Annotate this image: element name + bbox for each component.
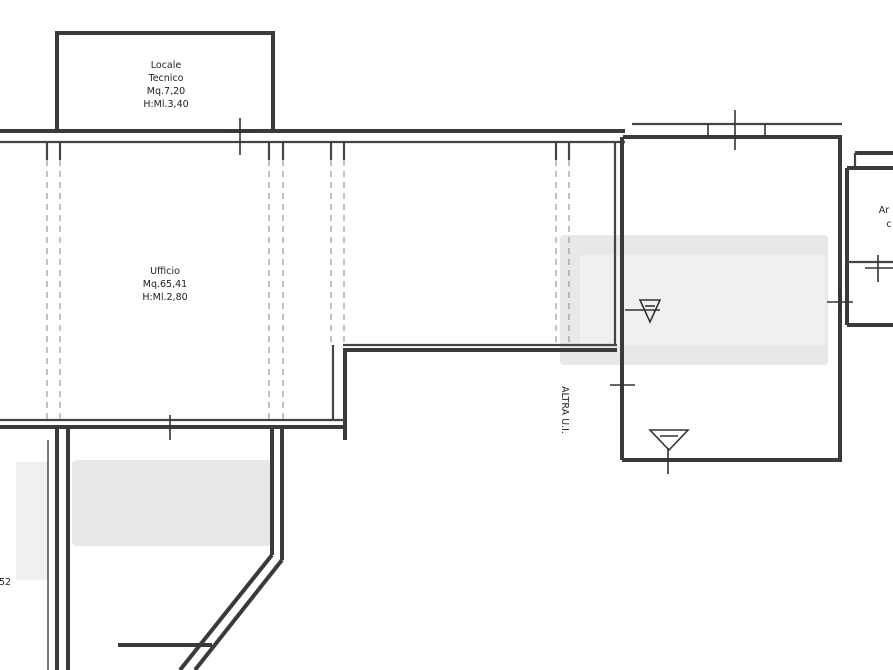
- utility-triangle-icon: [625, 299, 690, 452]
- lower-left-fragment: 52: [0, 577, 11, 588]
- locale-tecnico-height: H:Ml.3,40: [143, 99, 188, 110]
- locale-tecnico-area: Mq.7,20: [147, 86, 185, 97]
- room-right-edge: [845, 151, 893, 327]
- room-labels: Locale Tecnico Mq.7,20 H:Ml.3,40 Ufficio…: [0, 60, 892, 588]
- redaction-block-lower-left: [16, 462, 48, 580]
- redaction-block-lower: [72, 460, 272, 546]
- outer-walls: [0, 122, 842, 462]
- redaction-blocks: [16, 235, 828, 580]
- right-room-fragment-1: Ar: [879, 205, 889, 216]
- dashed-beams: [46, 160, 570, 420]
- ufficio-area: Mq.65,41: [143, 279, 187, 290]
- right-room-fragment-2: c: [886, 219, 891, 230]
- inner-walls: [0, 142, 617, 670]
- opening-ticks: [169, 110, 893, 474]
- altra-ui-label: ALTRA U.I.: [559, 386, 570, 434]
- locale-tecnico-name-line1: Locale: [151, 60, 182, 71]
- ufficio-height: H:Ml.2,80: [142, 292, 187, 303]
- locale-tecnico-name-line2: Tecnico: [148, 73, 184, 84]
- redaction-block-upper-inner: [580, 255, 825, 345]
- ufficio-name: Ufficio: [150, 266, 180, 277]
